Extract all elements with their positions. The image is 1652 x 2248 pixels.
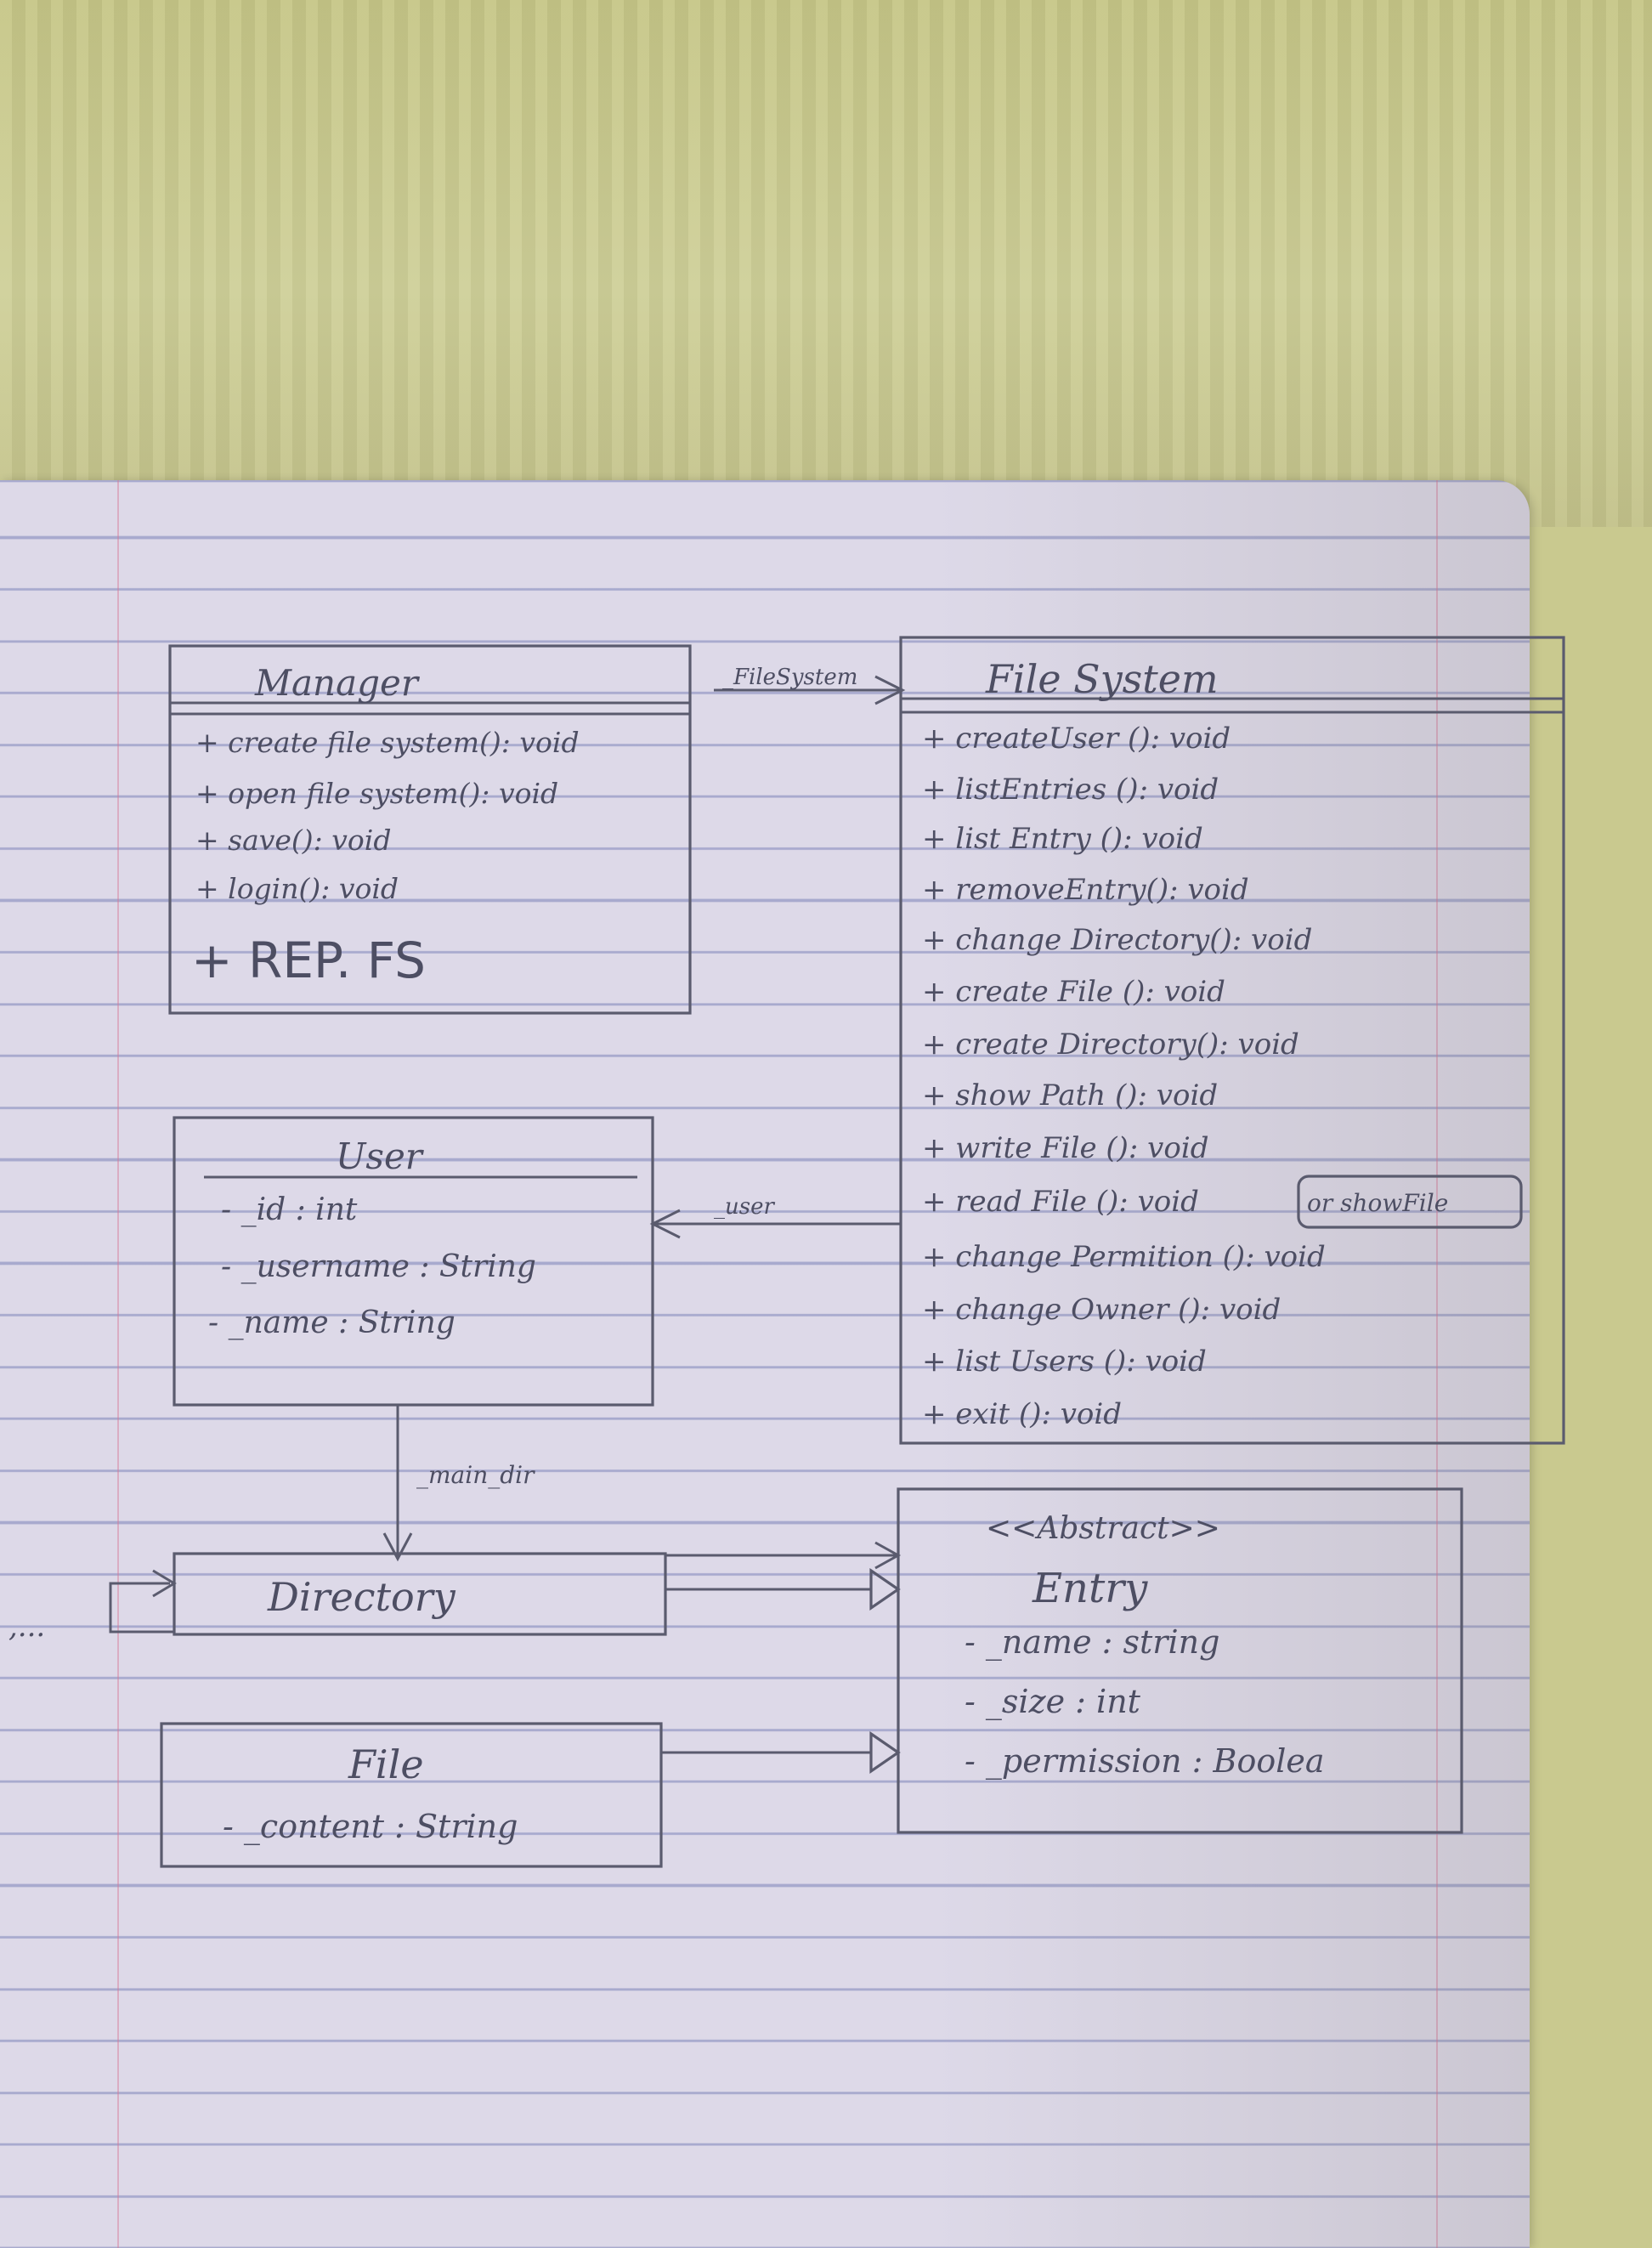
class-filesystem-member: + change Directory(): void	[922, 923, 1312, 957]
class-filesystem-member: + change Permition (): void	[922, 1240, 1326, 1274]
association-label: _FileSystem	[722, 665, 857, 690]
self-association-line	[109, 1582, 174, 1634]
association-label: ,...	[8, 1610, 45, 1644]
class-user-member: - _name : String	[208, 1305, 455, 1340]
class-filesystem-member: + createUser (): void	[922, 722, 1231, 756]
class-entry-box	[897, 1487, 1463, 1834]
class-entry-member: - _permission : Boolea	[965, 1742, 1325, 1781]
arrow-head-icon	[382, 1532, 413, 1562]
class-user-member: - _id : int	[221, 1192, 358, 1227]
class-filesystem-member: + list Entry (): void	[922, 822, 1203, 856]
class-file: File - _content : String	[160, 1722, 663, 1868]
class-entry-stereotype: <<Abstract>>	[986, 1511, 1220, 1546]
class-directory: Directory ,...	[8, 1552, 667, 1644]
relations-directory-entry	[665, 1541, 902, 1611]
class-entry-title: Entry	[1032, 1565, 1148, 1612]
class-filesystem-member: + listEntries (): void	[922, 773, 1219, 807]
class-manager-member: + REP. FS	[191, 931, 426, 989]
relation-file-entry	[661, 1730, 901, 1775]
class-file-member: - _content : String	[223, 1808, 518, 1846]
class-user-box	[173, 1116, 654, 1407]
association-user-directory: _main_dir	[382, 1405, 535, 1562]
class-directory-title: Directory	[267, 1574, 456, 1620]
class-filesystem: File System + createUser (): void + list…	[899, 636, 1565, 1445]
class-entry-member: - _size : int	[965, 1683, 1141, 1721]
class-filesystem-member: + show Path (): void	[922, 1079, 1218, 1113]
class-manager: Manager + create file system(): void + o…	[168, 644, 692, 1015]
note-text: or showFile	[1307, 1189, 1448, 1217]
class-manager-member: + open file system(): void	[195, 777, 558, 810]
fabric-background	[0, 0, 1652, 527]
note-box	[1297, 1175, 1523, 1229]
class-manager-member: + save(): void	[195, 824, 391, 857]
class-user-member: - _username : String	[221, 1249, 536, 1284]
inheritance-triangle-icon	[869, 1730, 901, 1775]
class-entry: <<Abstract>> Entry - _name : string - _s…	[897, 1487, 1463, 1834]
class-filesystem-member: + read File (): void	[922, 1185, 1199, 1219]
notebook-page	[0, 480, 1530, 2248]
class-filesystem-member: + list Users (): void	[922, 1345, 1207, 1379]
class-filesystem-member: + exit (): void	[922, 1397, 1122, 1431]
inheritance-triangle-icon	[869, 1567, 901, 1611]
class-filesystem-member: + create Directory(): void	[922, 1028, 1299, 1062]
arrow-head-icon	[152, 1569, 177, 1598]
class-entry-member: - _name : string	[965, 1623, 1219, 1662]
class-filesystem-member: + change Owner (): void	[922, 1293, 1281, 1327]
class-manager-member: + login(): void	[195, 872, 399, 905]
class-file-box	[160, 1722, 663, 1868]
association-label: _user	[714, 1194, 775, 1220]
class-user: User - _id : int - _username : String - …	[173, 1116, 654, 1407]
association-label: _main_dir	[416, 1461, 535, 1489]
page-margin-line-left	[117, 480, 119, 2248]
class-file-title: File	[348, 1741, 424, 1787]
arrow-head-icon	[874, 675, 906, 705]
association-manager-filesystem: _FileSystem	[714, 665, 906, 705]
class-manager-title: Manager	[254, 662, 421, 704]
uml-class-diagram: Manager + create file system(): void + o…	[8, 636, 1565, 1868]
class-directory-box	[173, 1552, 667, 1636]
class-filesystem-box	[899, 636, 1565, 1445]
association-filesystem-user: _user	[649, 1194, 901, 1239]
class-filesystem-member: + create File (): void	[922, 975, 1225, 1009]
class-manager-box	[168, 644, 692, 1015]
class-filesystem-member: + removeEntry(): void	[922, 873, 1249, 907]
class-user-title: User	[336, 1135, 425, 1177]
class-filesystem-title: File System	[985, 656, 1219, 702]
class-filesystem-member: + write File (): void	[922, 1131, 1209, 1165]
class-manager-member: + create file system(): void	[195, 726, 580, 759]
